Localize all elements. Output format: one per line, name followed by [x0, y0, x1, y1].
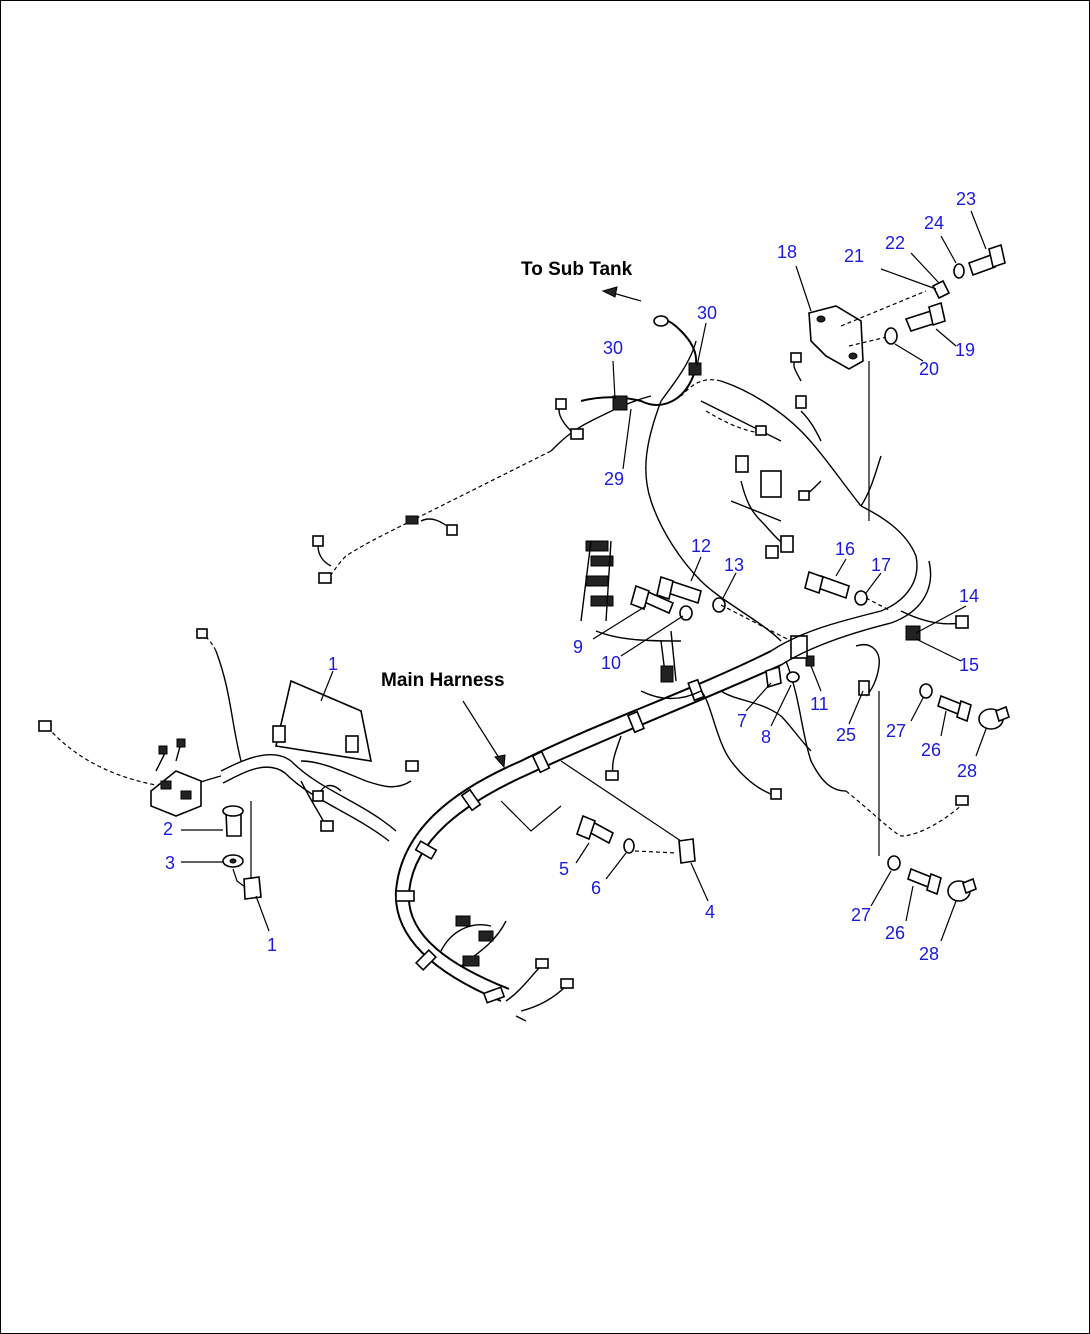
callout-12: 12 [691, 536, 711, 556]
callout-9: 9 [573, 637, 583, 657]
callout-29: 29 [604, 469, 624, 489]
lower-connector-cluster [440, 915, 574, 1022]
callout-21: 21 [844, 246, 864, 266]
upper-right-bracket [808, 243, 1006, 521]
callout-1-bottom: 1 [267, 935, 277, 955]
callout-24: 24 [924, 213, 944, 233]
callout-26-top: 26 [921, 740, 941, 760]
center-junction [580, 540, 969, 837]
main-harness-note: Main Harness [381, 670, 505, 691]
callout-26-bottom: 26 [885, 923, 905, 943]
callout-27-top: 27 [886, 721, 906, 741]
callout-5: 5 [559, 859, 569, 879]
callout-numbers: 1 2 3 1 4 5 6 7 8 9 10 11 12 13 14 15 16… [163, 189, 979, 964]
callout-25: 25 [836, 725, 856, 745]
callout-15: 15 [959, 655, 979, 675]
callout-30-left: 30 [603, 338, 623, 358]
callout-19: 19 [955, 340, 975, 360]
callout-30-right: 30 [697, 303, 717, 323]
sub-tank-harness [312, 286, 702, 584]
callout-10: 10 [601, 653, 621, 673]
callout-2: 2 [163, 819, 173, 839]
leader-lines [181, 210, 987, 942]
mid-bolts [630, 570, 892, 642]
callout-7: 7 [737, 711, 747, 731]
callout-3: 3 [165, 853, 175, 873]
callout-16: 16 [835, 539, 855, 559]
callout-14: 14 [959, 586, 979, 606]
callout-28-top: 28 [957, 761, 977, 781]
callout-11: 11 [810, 694, 829, 714]
callout-27-bottom: 27 [851, 905, 871, 925]
callout-4: 4 [705, 902, 715, 922]
callout-22: 22 [885, 233, 905, 253]
callout-23: 23 [956, 189, 976, 209]
main-harness-trunk [394, 650, 782, 1004]
left-branch-harness [38, 628, 419, 900]
right-bolts-caps [878, 683, 1010, 902]
upper-harness [645, 340, 969, 697]
callout-17: 17 [871, 555, 891, 575]
callout-6: 6 [591, 878, 601, 898]
callout-20: 20 [919, 359, 939, 379]
callout-28-bottom: 28 [919, 944, 939, 964]
callout-13: 13 [724, 555, 744, 575]
callout-1-top: 1 [328, 654, 338, 674]
callout-8: 8 [761, 727, 771, 747]
callout-18: 18 [777, 242, 797, 262]
sub-tank-note: To Sub Tank [521, 259, 633, 280]
bottom-bolts-clamp [500, 760, 696, 864]
bolt-washer-left [222, 805, 246, 888]
